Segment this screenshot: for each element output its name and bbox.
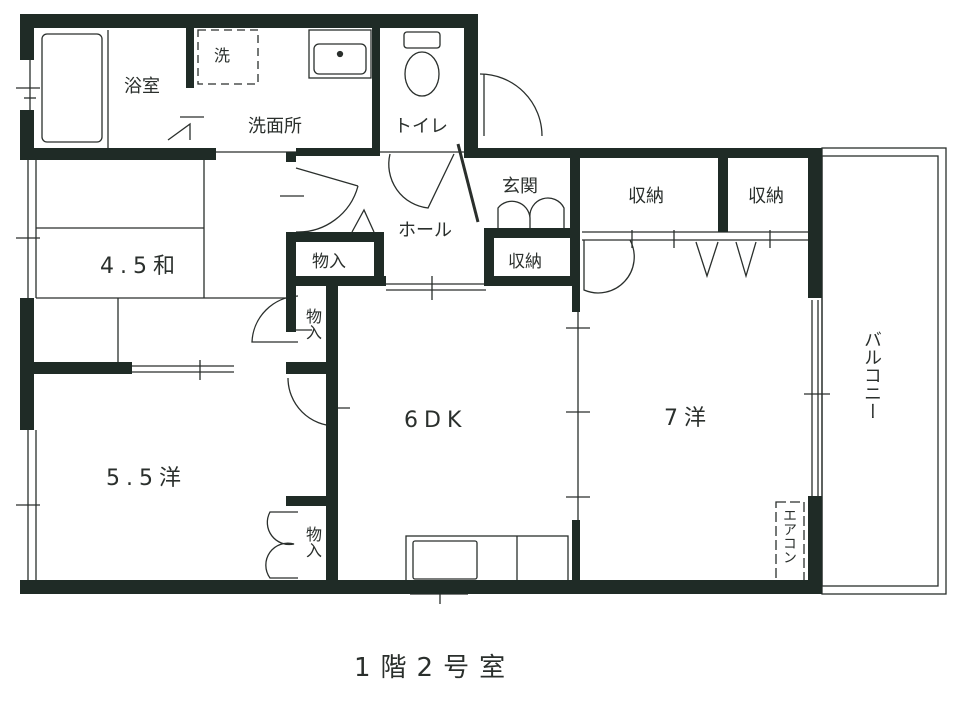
kitchen-counter-icon <box>405 535 569 583</box>
room-label-closet-55: 物入 <box>303 526 322 558</box>
room-label-balcony: バルコニー <box>861 330 882 420</box>
room-label-storage-entrance: 収納 <box>508 252 542 272</box>
floor-plan-title: 1階2号室 <box>354 653 516 683</box>
room-label-washer: 洗 <box>214 46 231 65</box>
room-label-closet-hall: 物入 <box>312 252 346 272</box>
room-label-western55: 5.5洋 <box>106 466 187 491</box>
room-label-entrance: 玄関 <box>502 176 538 197</box>
room-label-washroom: 洗面所 <box>248 116 302 137</box>
bathtub-icon <box>41 33 103 143</box>
balcony-outline <box>821 147 947 595</box>
walls <box>20 14 822 594</box>
front-door-swing <box>479 73 543 137</box>
washer-space-icon <box>197 29 259 85</box>
room-label-hall: ホール <box>398 220 452 241</box>
room-label-western7: 7洋 <box>664 406 712 431</box>
room-label-closet-washitsu: 物入 <box>303 308 322 340</box>
room-label-dk: 6DK <box>404 408 468 433</box>
label-aircon: エアコン <box>781 508 797 564</box>
room-label-washitsu: 4.5和 <box>100 254 181 279</box>
room-label-storage-top2: 収納 <box>748 186 784 207</box>
room-label-storage-top1: 収納 <box>628 186 664 207</box>
room-label-toilet: トイレ <box>394 116 448 137</box>
toilet-icon <box>403 31 441 49</box>
room-label-bath: 浴室 <box>124 76 160 97</box>
sink-icon <box>308 29 372 79</box>
